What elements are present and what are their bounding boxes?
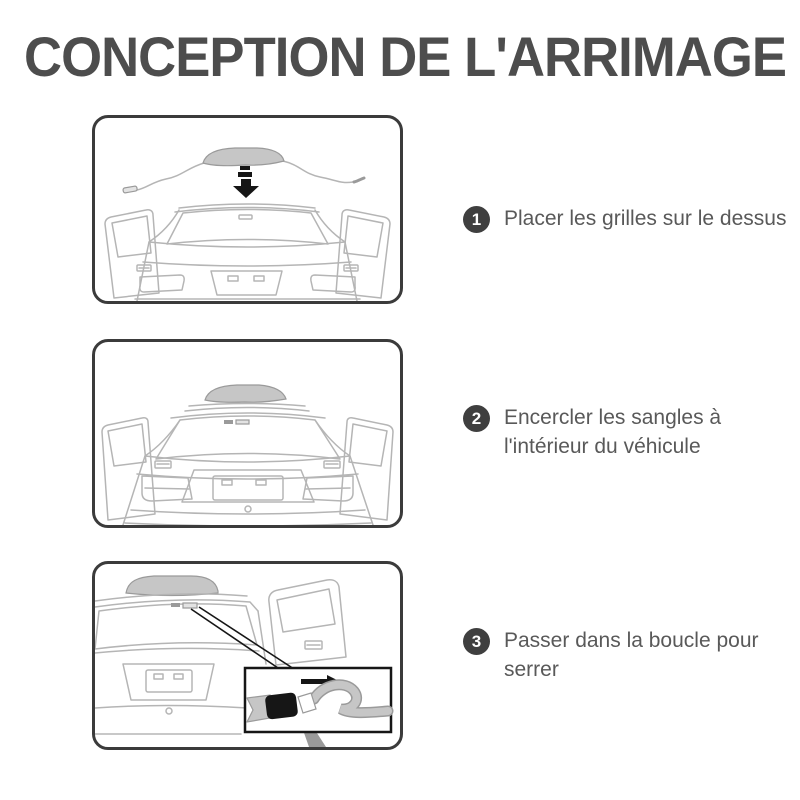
buckle-closeup-inset — [243, 666, 394, 734]
strap-anchor-left — [224, 420, 233, 424]
step-item-3: 3 Passer dans la boucle pour serrer — [463, 627, 759, 684]
down-arrow-icon — [233, 166, 259, 198]
page-title: CONCEPTION DE L'ARRIMAGE — [24, 25, 787, 88]
step-item-1: 1 Placer les grilles sur le dessus — [463, 205, 786, 234]
step-number-badge: 1 — [463, 206, 490, 233]
step-text: Passer dans la boucle pour serrer — [504, 627, 759, 684]
cargo-net-pad — [202, 147, 285, 167]
roof-strap-buckle-small — [171, 603, 180, 607]
step-text-line: serrer — [504, 657, 559, 681]
cargo-net-pad — [204, 384, 287, 403]
car-rear-net-installed-illustration — [101, 384, 394, 525]
callout-leader-lines — [190, 606, 295, 671]
cargo-net-pad — [125, 575, 219, 597]
step-text: Encercler les sangles à l'intérieur du v… — [504, 404, 721, 461]
step-text-line: Placer les grilles sur le dessus — [504, 207, 787, 230]
step-text: Placer les grilles sur le dessus — [504, 205, 786, 234]
strap-curl — [310, 680, 392, 717]
strap-tail — [303, 730, 326, 747]
strap-anchor-right — [235, 419, 250, 425]
roof-strap-buckle — [182, 602, 198, 609]
strap-left-segment — [245, 694, 271, 723]
strap-buckle-closeup-illustration — [95, 575, 394, 747]
car-rear-outline — [104, 160, 391, 301]
illustration-panel-step-1 — [92, 115, 403, 304]
step-number-badge: 3 — [463, 628, 490, 655]
step-number-badge: 2 — [463, 405, 490, 432]
buckle-loop — [297, 692, 317, 714]
step-text-line: Passer dans la boucle pour — [504, 629, 759, 652]
cam-buckle — [265, 692, 298, 720]
car-rear-outline — [101, 406, 394, 525]
illustration-panel-step-3 — [92, 561, 403, 750]
strap-end-buckle — [122, 185, 138, 194]
car-rear-outline — [95, 579, 347, 735]
step-text-line: Encercler les sangles à — [504, 406, 722, 429]
illustration-panel-step-2 — [92, 339, 403, 528]
car-rear-net-lowering-illustration — [104, 147, 391, 301]
step-text-line: l'intérieur du véhicule — [504, 434, 701, 458]
step-item-2: 2 Encercler les sangles à l'intérieur du… — [463, 404, 721, 461]
strap-end-hook — [352, 176, 366, 184]
